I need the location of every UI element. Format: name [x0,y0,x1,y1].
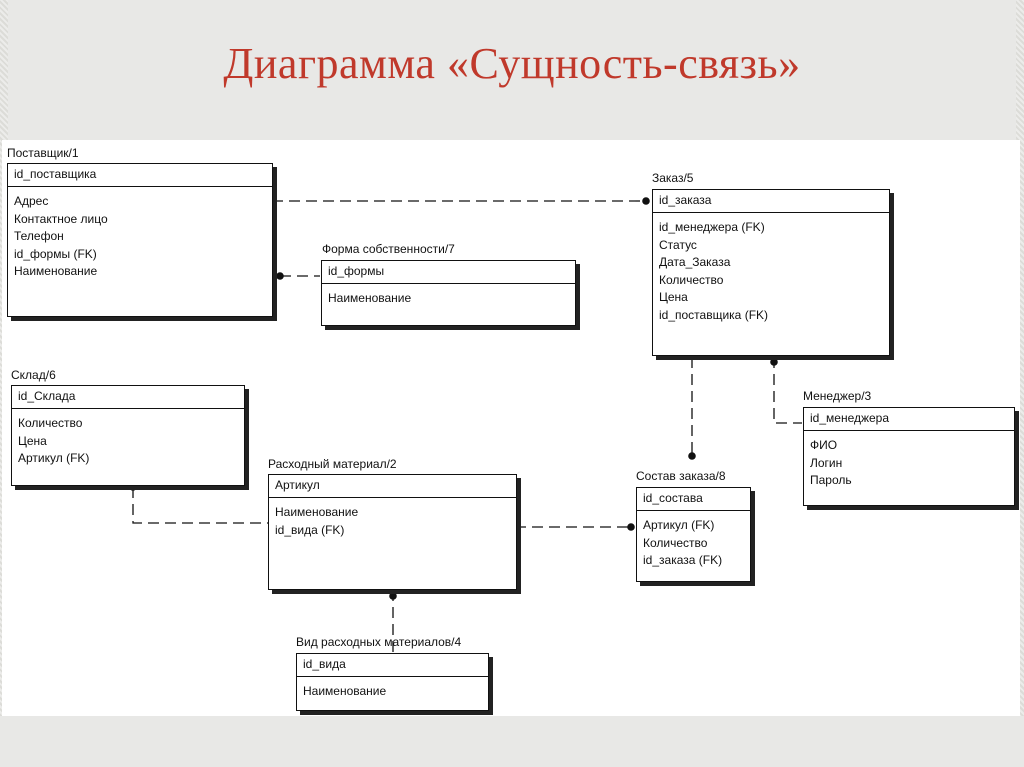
entity-attr: Количество [643,535,708,550]
entity-title-warehouse: Склад/6 [11,368,56,382]
entity-attr: id_менеджера (FK) [659,220,765,234]
entity-attr: Наименование [275,505,359,519]
entity-attr: Адрес [14,194,49,208]
entity-warehouse: id_Склада Количество Цена Артикул (FK) [11,385,245,486]
entity-attr: Количество [659,272,724,287]
entity-attr: ФИО [810,438,838,452]
entity-attr: Количество [18,416,83,430]
entity-attr: Логин [810,455,843,470]
link-manager-order [773,357,802,424]
link-dot-items [627,523,635,531]
entity-ownership: id_формы Наименование [321,260,576,326]
entity-title-manager: Менеджер/3 [803,389,872,403]
entity-pk: Артикул [269,475,516,498]
entity-title-ownership: Форма собственности/7 [322,242,455,256]
entity-attr: id_поставщика (FK) [659,307,769,322]
entity-attr: Артикул (FK) [18,451,90,465]
entity-supplier: id_поставщика Адрес Контактное лицо Теле… [7,163,273,317]
entity-title-material-type: Вид расходных материалов/4 [296,635,462,649]
link-dot-supplier [276,272,284,280]
entity-pk: id_состава [637,488,750,511]
entity-title-supplier: Поставщик/1 [7,146,79,160]
right-decor-stripe [1016,0,1024,767]
entity-title-material: Расходный материал/2 [268,457,397,471]
entity-manager: id_менеджера ФИО Логин Пароль [803,407,1015,506]
entity-pk: id_поставщика [8,164,272,187]
link-warehouse-material [132,487,268,524]
entity-attr: Контактное лицо [14,211,108,226]
entity-order: id_заказа id_менеджера (FK) Статус Дата_… [652,189,890,356]
title-band [0,0,1024,140]
entity-attr: Цена [659,290,688,304]
link-dot-manager-order [770,358,778,366]
entity-attr: id_формы (FK) [14,246,97,261]
entity-pk: id_вида [297,654,488,677]
entity-attr: id_вида (FK) [275,522,345,537]
entity-attr: id_заказа (FK) [643,553,723,567]
entity-pk: id_менеджера [804,408,1014,431]
slide-title: Диаграмма «Сущность-связь» [223,39,801,88]
entity-pk: id_заказа [653,190,889,213]
entity-pk: id_Склада [12,386,244,409]
entity-title-order-items: Состав заказа/8 [636,469,726,483]
link-dot-order-items [688,452,696,460]
entity-attr: Дата_Заказа [659,255,731,269]
bottom-band [0,716,1024,767]
link-dot-material [389,592,397,600]
entity-attr: Наименование [14,264,98,278]
entity-attr: Пароль [810,473,852,487]
entity-attr: Наименование [303,684,387,698]
entity-attr: Телефон [14,229,64,243]
entity-attr: Наименование [328,291,412,305]
entity-title-order: Заказ/5 [652,171,694,185]
entity-order-items: id_состава Артикул (FK) Количество id_за… [636,487,751,582]
entity-attr: Цена [18,433,47,448]
entity-pk: id_формы [322,261,575,284]
entity-material: Артикул Наименование id_вида (FK) [268,474,517,590]
entity-attr: Статус [659,237,697,252]
entity-attr: Артикул (FK) [643,518,715,532]
entity-material-type: id_вида Наименование [296,653,489,711]
link-dot-order [642,197,650,205]
